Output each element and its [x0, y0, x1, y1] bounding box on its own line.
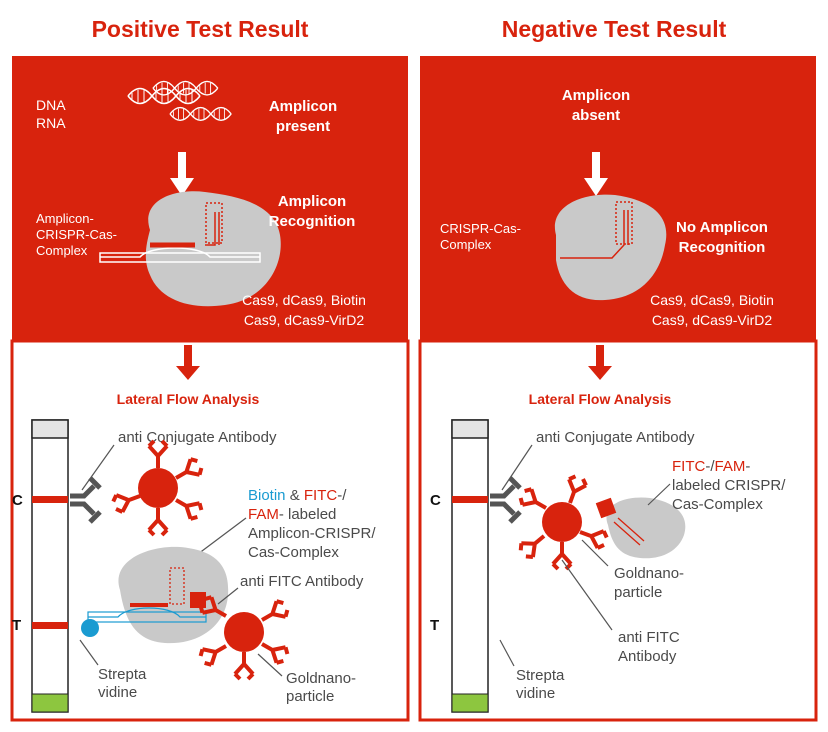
- neg-cas-line1: Cas9, dCas9, Biotin: [650, 292, 774, 308]
- gold-nanoparticle-icon: [109, 439, 206, 537]
- lateral-flow-title: Lateral Flow Analysis: [117, 391, 260, 407]
- cas-line1: Cas9, dCas9, Biotin: [242, 292, 366, 308]
- cas-complex-negative-icon: [554, 194, 667, 301]
- labeled-complex-line4: Cas-Complex: [248, 544, 339, 561]
- complex-line2: CRISPR-Cas-: [36, 227, 117, 242]
- test-strip: [31, 419, 69, 713]
- negative-panel: Negative Test Result Amplicon absent CRI…: [418, 16, 818, 722]
- amplicon-present-line2: present: [276, 118, 330, 135]
- amplicon-present-line1: Amplicon: [269, 98, 337, 115]
- positive-white-box: [10, 339, 410, 722]
- cas-line2: Cas9, dCas9-VirD2: [244, 312, 365, 328]
- neg-anti-fitc-line2: Antibody: [618, 648, 677, 665]
- neg-gold-line2: particle: [614, 584, 662, 601]
- no-recognition-line1: No Amplicon: [676, 219, 768, 236]
- labeled-complex-line2: FAM- labeled: [248, 506, 336, 523]
- labeled-complex-line3: Amplicon-CRISPR/: [248, 525, 376, 542]
- rna-label: RNA: [36, 115, 66, 131]
- neg-test-strip: [451, 419, 489, 713]
- t-line-label: T: [12, 617, 21, 634]
- neg-labeled-line2: labeled CRISPR/: [672, 477, 786, 494]
- neg-gold-nanoparticle-icon: [515, 472, 611, 571]
- amplicon-absent-line1: Amplicon: [562, 87, 630, 104]
- neg-labeled-line1: FITC-/FAM-: [672, 458, 750, 475]
- strepta-line1: Strepta: [98, 666, 147, 683]
- neg-complex-line1: CRISPR-Cas-: [440, 221, 521, 236]
- neg-anti-conjugate-label: anti Conjugate Antibody: [536, 429, 695, 446]
- recognition-line2: Recognition: [269, 213, 356, 230]
- neg-free-complex-icon: [595, 497, 686, 559]
- positive-title: Positive Test Result: [92, 16, 309, 42]
- labeled-complex-line1: Biotin & FITC-/: [248, 487, 347, 504]
- anti-fitc-label: anti FITC Antibody: [240, 573, 364, 590]
- complex-line3: Complex: [36, 243, 88, 258]
- complex-line1: Amplicon-: [36, 211, 94, 226]
- negative-title: Negative Test Result: [502, 16, 727, 42]
- neg-strepta-line1: Strepta: [516, 667, 565, 684]
- positive-panel: Positive Test Result DNA RNA Amplicon pr…: [10, 16, 410, 722]
- red-down-arrow-icon: [176, 345, 200, 380]
- gold-nanoparticle-lower-icon: [196, 592, 292, 681]
- red-down-arrow-icon-negative: [588, 345, 612, 380]
- neg-lateral-flow-title: Lateral Flow Analysis: [529, 391, 672, 407]
- neg-complex-line2: Complex: [440, 237, 492, 252]
- down-arrow-icon-negative: [584, 152, 608, 196]
- neg-strepta-line2: vidine: [516, 685, 555, 702]
- neg-t-line-label: T: [430, 617, 439, 634]
- neg-anti-fitc-line1: anti FITC: [618, 629, 680, 646]
- strepta-line2: vidine: [98, 684, 137, 701]
- gold-line1: Goldnano-: [286, 670, 356, 687]
- down-arrow-icon: [170, 152, 194, 196]
- anti-conjugate-label: anti Conjugate Antibody: [118, 429, 277, 446]
- bound-complex-icon: [87, 546, 229, 644]
- dna-label: DNA: [36, 97, 66, 113]
- neg-c-line-label: C: [430, 492, 441, 509]
- neg-labeled-line3: Cas-Complex: [672, 496, 763, 513]
- recognition-line1: Amplicon: [278, 193, 346, 210]
- streptavidine-icon: [68, 616, 99, 640]
- c-line-label: C: [12, 492, 23, 509]
- gold-line2: particle: [286, 688, 334, 705]
- cas-complex-icon: [99, 191, 281, 307]
- neg-cas-line2: Cas9, dCas9-VirD2: [652, 312, 773, 328]
- no-recognition-line2: Recognition: [679, 239, 766, 256]
- amplicon-absent-line2: absent: [572, 107, 620, 124]
- neg-gold-line1: Goldnano-: [614, 565, 684, 582]
